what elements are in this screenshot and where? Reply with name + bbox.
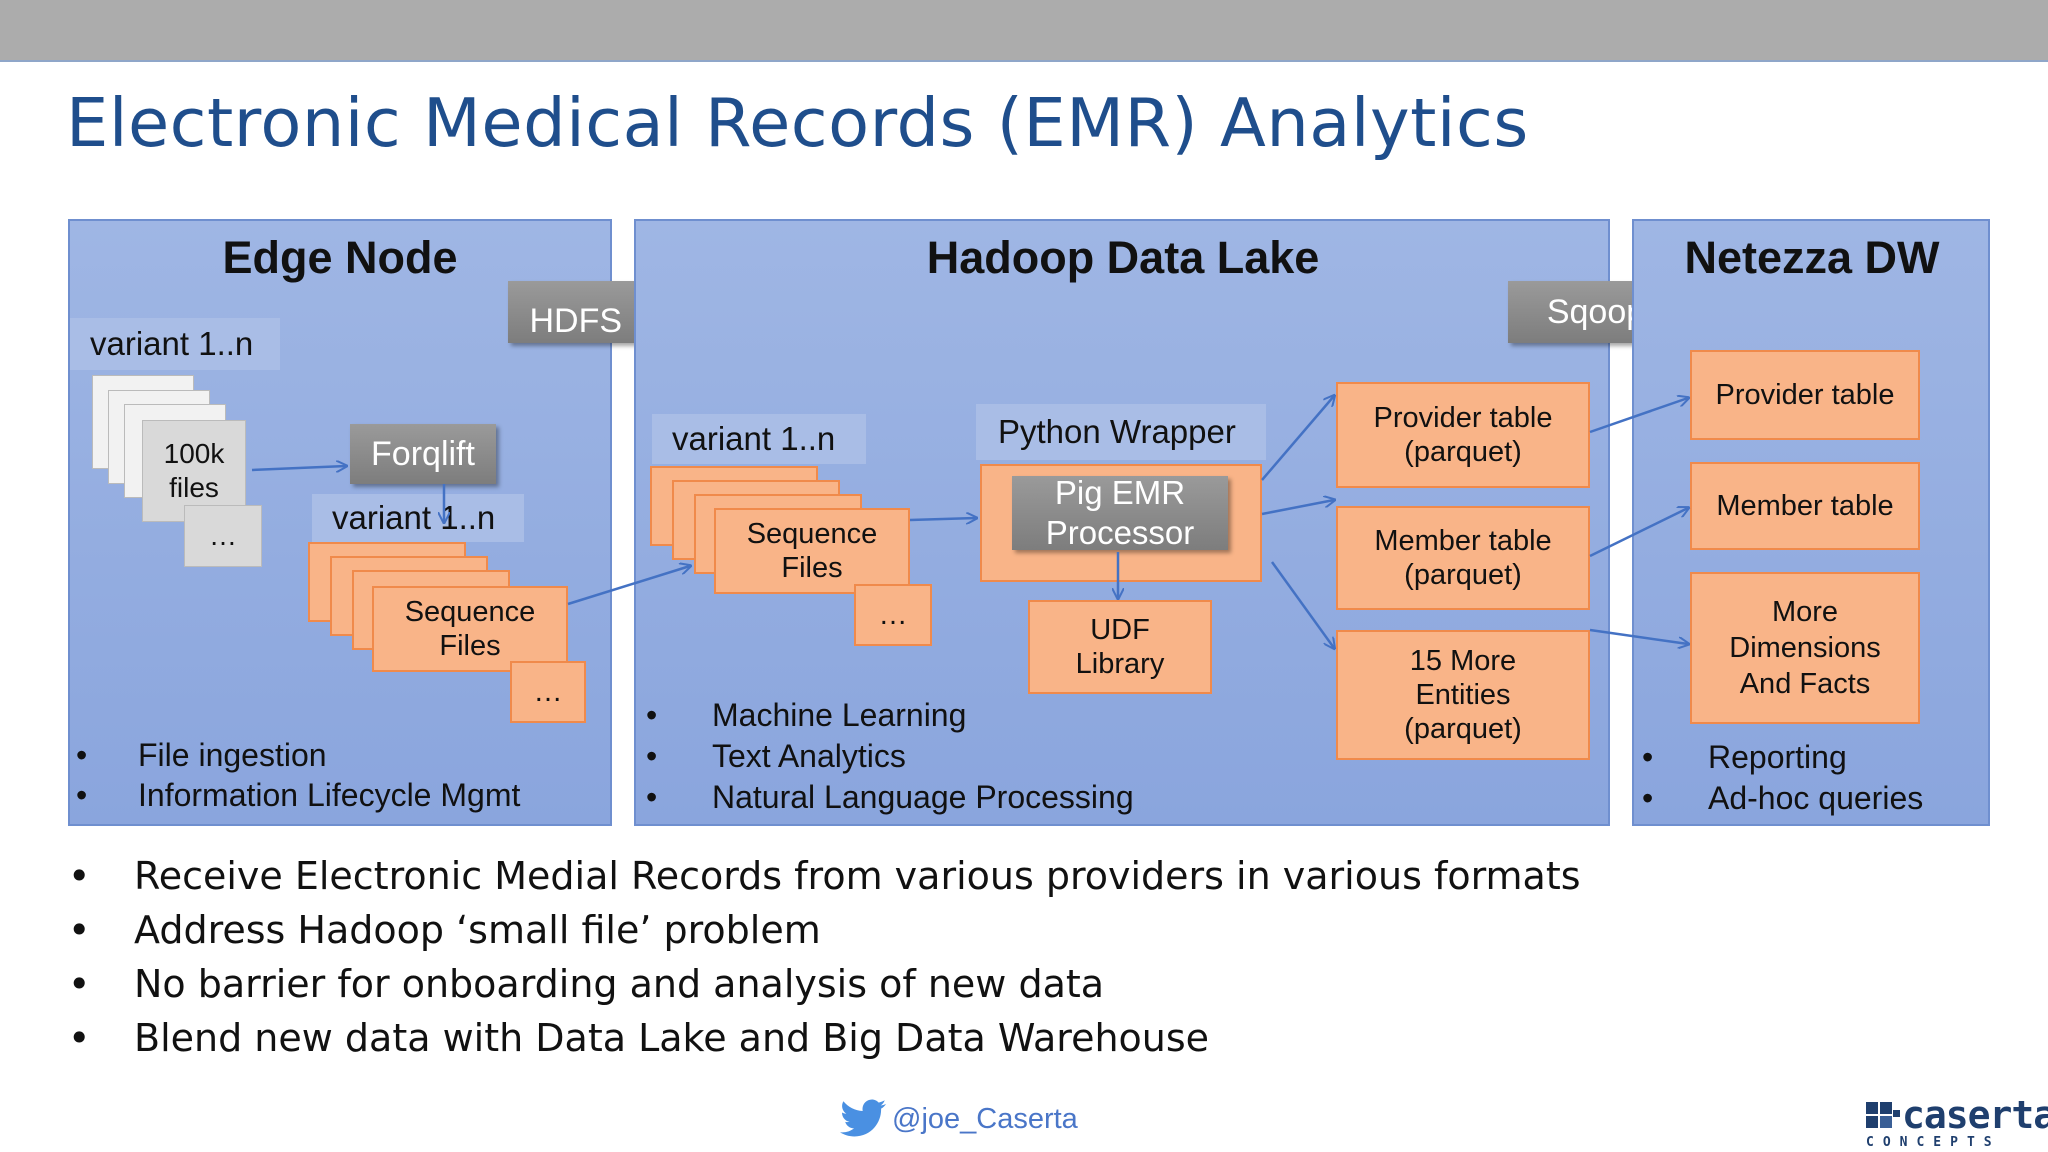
- hadoop-sequence-files: Sequence Files: [714, 508, 910, 594]
- edge-variant-label: variant 1..n: [70, 318, 280, 370]
- edge-variant-label-2: variant 1..n: [312, 494, 524, 542]
- hadoop-bullet-3: •Natural Language Processing: [646, 779, 1134, 815]
- main-bullet-2: •Address Hadoop ‘small file’ problem: [68, 908, 821, 952]
- edge-seq-ellipsis: …: [510, 661, 586, 723]
- udf-library-box: UDF Library: [1028, 600, 1212, 694]
- arrow-files-to-forqlift: [251, 466, 346, 470]
- caserta-logo-text: caserta: [1902, 1093, 2048, 1137]
- edge-sequence-files: Sequence Files: [372, 586, 568, 672]
- main-bullet-1: •Receive Electronic Medial Records from …: [68, 854, 1581, 898]
- caserta-logo: caserta CONCEPTS: [1866, 1093, 2048, 1150]
- hadoop-seq-ellipsis: …: [854, 584, 932, 646]
- slide-title: Electronic Medical Records (EMR) Analyti…: [66, 84, 1529, 162]
- arrow-provider-to-dw: [1589, 398, 1688, 434]
- netezza-provider-table: Provider table: [1690, 350, 1920, 440]
- netezza-bullet-1: •Reporting: [1642, 739, 1847, 775]
- hadoop-bullet-1: •Machine Learning: [646, 697, 967, 733]
- edge-bullet-2: •Information Lifecycle Mgmt: [76, 777, 521, 813]
- hadoop-variant-label: variant 1..n: [652, 414, 866, 464]
- main-bullet-3: •No barrier for onboarding and analysis …: [68, 962, 1105, 1006]
- netezza-title: Netezza DW: [1684, 232, 1940, 283]
- top-bar: [0, 0, 2048, 62]
- arrow-edge-to-hadoop: [567, 566, 690, 606]
- arrow-seq-to-pig: [909, 518, 976, 520]
- arrow-entities-to-dw: [1589, 628, 1688, 644]
- python-wrapper-label: Python Wrapper: [976, 404, 1266, 460]
- pig-emr-processor-box: Pig EMR Processor: [1012, 474, 1228, 551]
- edge-node-title: Edge Node: [222, 232, 458, 283]
- main-bullet-4: •Blend new data with Data Lake and Big D…: [68, 1016, 1210, 1060]
- arrow-member-to-dw: [1589, 508, 1688, 558]
- arrow-pig-to-member: [1261, 500, 1334, 516]
- twitter-handle-text: @joe_Caserta: [892, 1102, 1078, 1135]
- more-entities-parquet: 15 More Entities (parquet): [1336, 630, 1590, 760]
- edge-bullet-1: •File ingestion: [76, 737, 327, 773]
- netezza-member-table: Member table: [1690, 462, 1920, 550]
- hadoop-bullet-2: •Text Analytics: [646, 738, 906, 774]
- arrow-pig-to-entities: [1270, 561, 1334, 648]
- arrow-pig-to-provider: [1261, 396, 1334, 481]
- hadoop-title: Hadoop Data Lake: [926, 232, 1320, 283]
- netezza-bullet-2: •Ad-hoc queries: [1642, 780, 1924, 816]
- edge-ellipsis-box: …: [184, 505, 262, 567]
- twitter-handle[interactable]: @joe_Caserta: [840, 1098, 1078, 1140]
- twitter-bird-icon: [840, 1099, 886, 1137]
- provider-table-parquet: Provider table (parquet): [1336, 382, 1590, 488]
- caserta-logo-sub: CONCEPTS: [1866, 1135, 2001, 1150]
- forqlift-box: Forqlift: [350, 424, 496, 484]
- member-table-parquet: Member table (parquet): [1336, 506, 1590, 610]
- netezza-more-dimensions: More Dimensions And Facts: [1690, 572, 1920, 724]
- caserta-logo-icon: [1866, 1102, 1900, 1128]
